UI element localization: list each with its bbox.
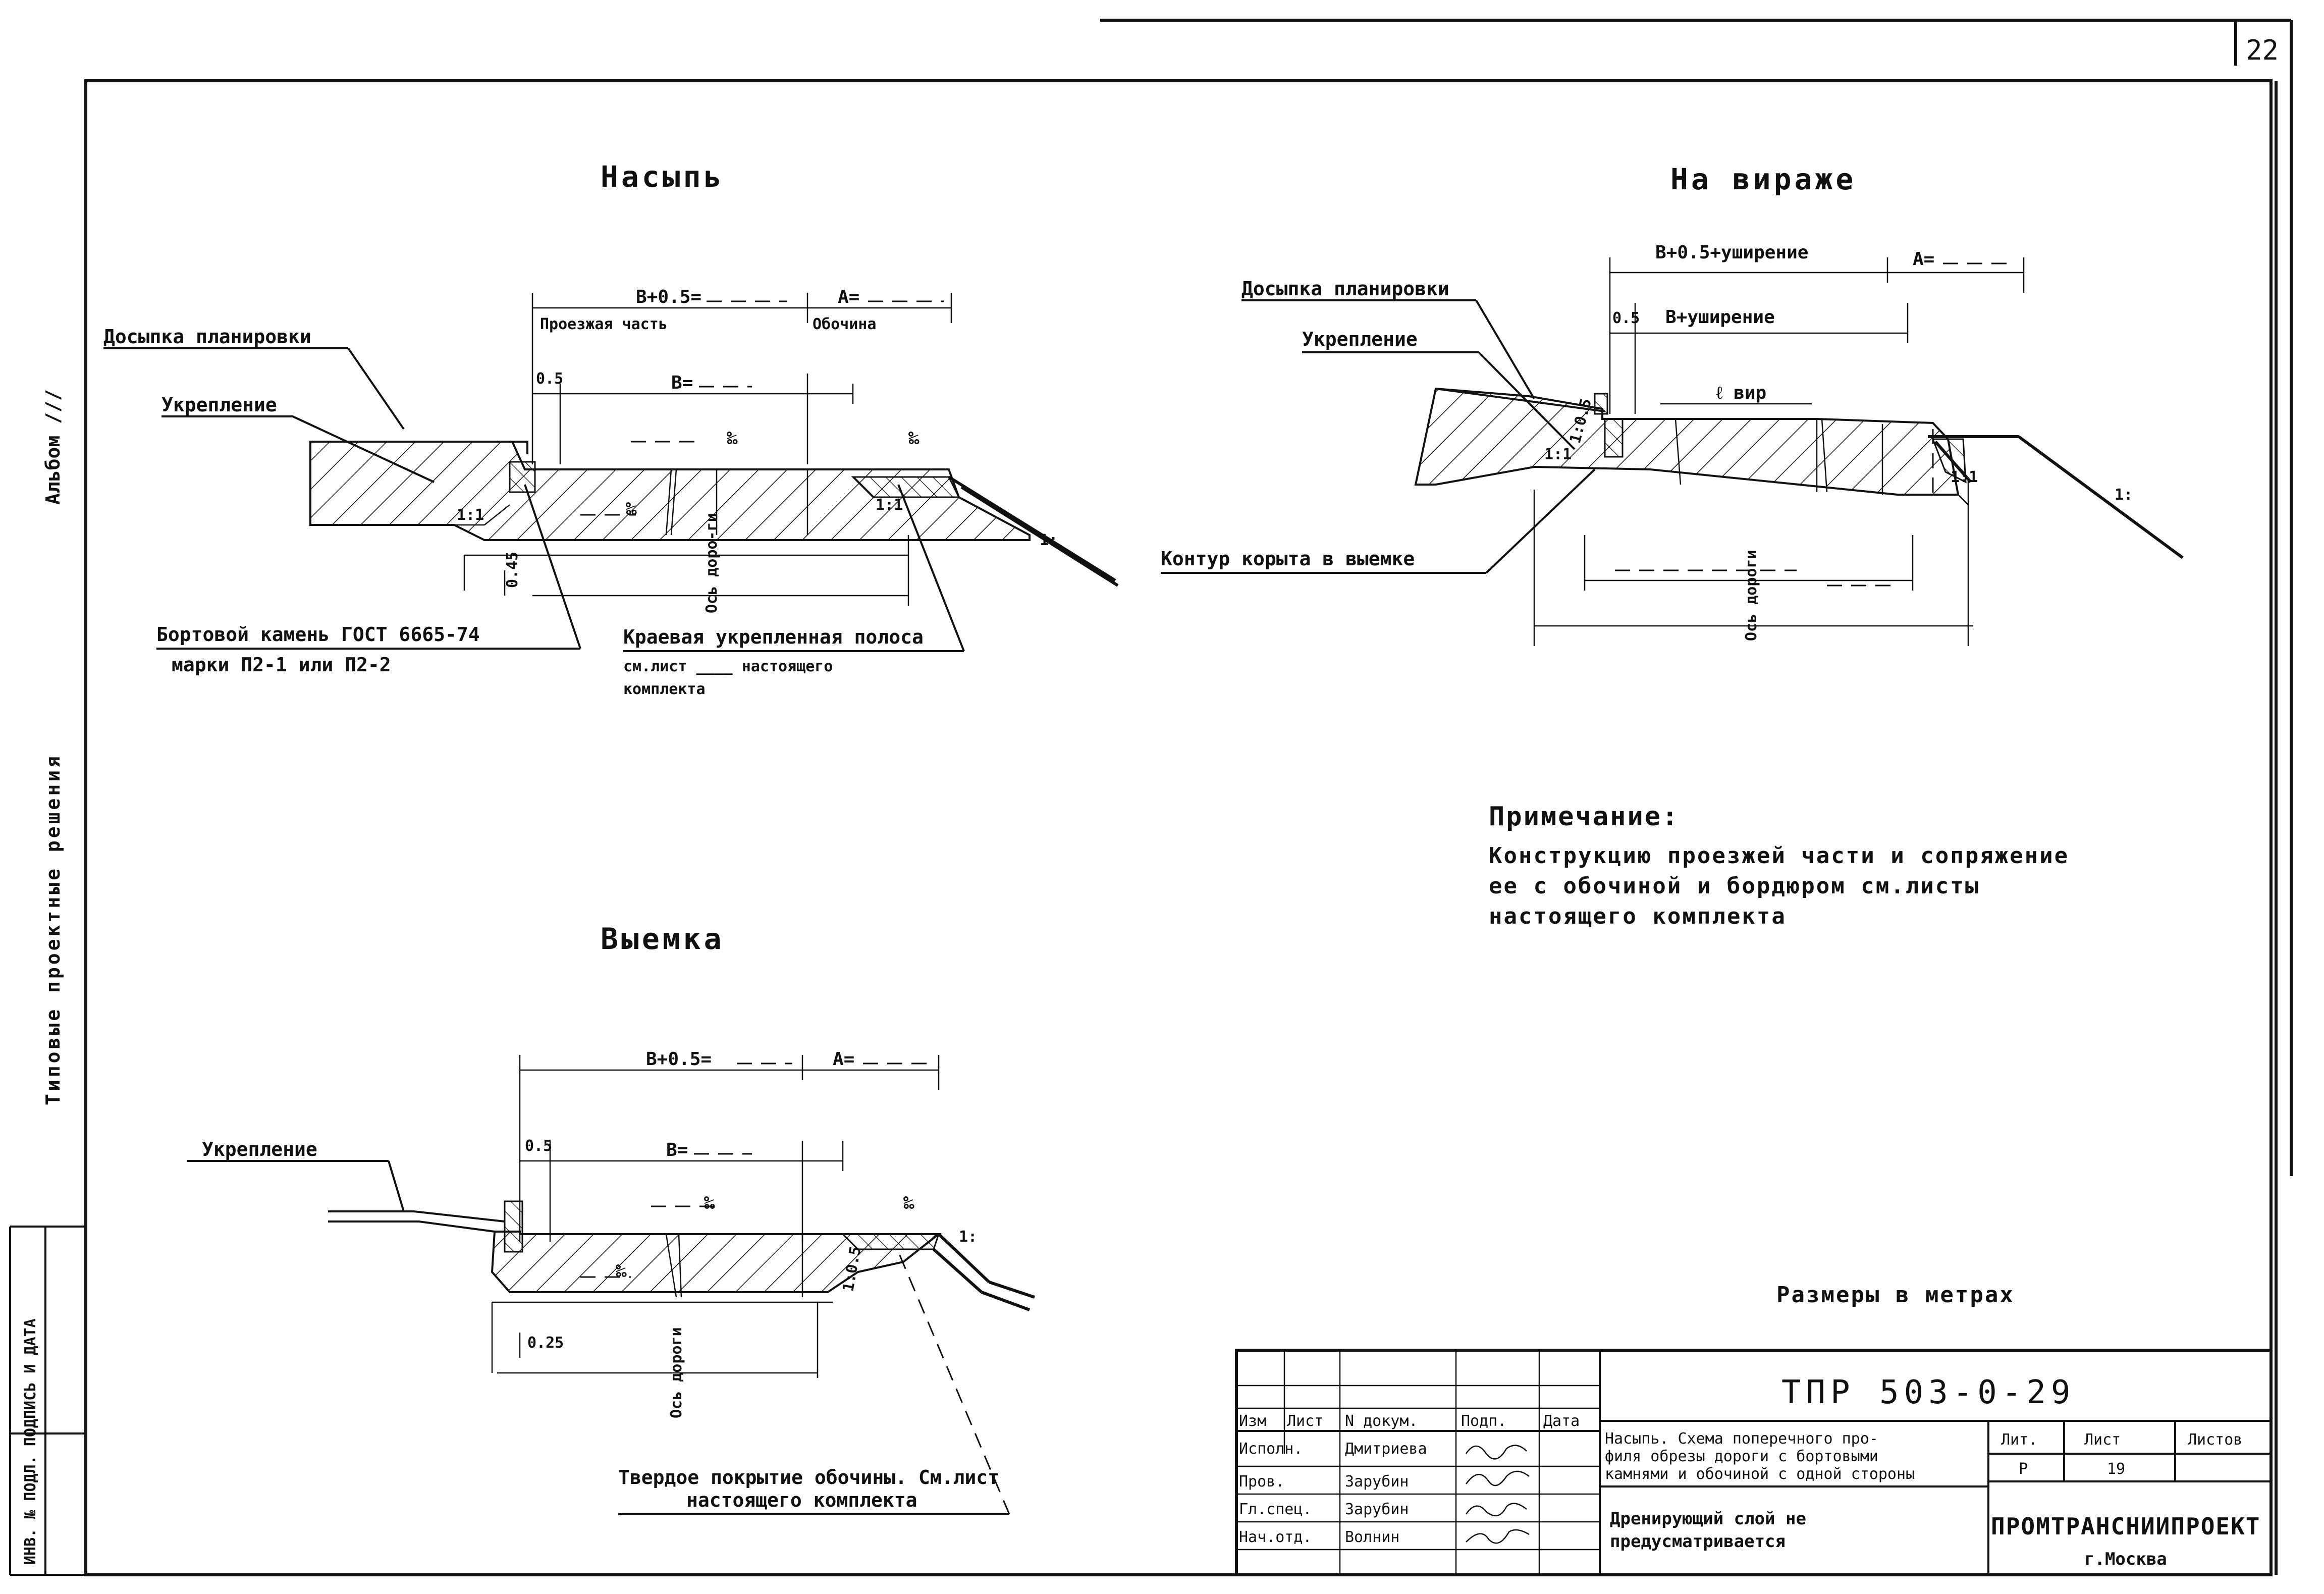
tb-name-3: Волнин (1345, 1528, 1399, 1546)
emb-reinforce-label: Укрепление (161, 394, 277, 416)
signature-1 (1465, 1470, 1530, 1486)
emb-slope-right: 1: (1040, 532, 1058, 549)
cut-axis: Ось дороги (668, 1327, 685, 1418)
tb-name-0: Дмитриева (1345, 1440, 1427, 1458)
cut-dim-b: В= (666, 1140, 688, 1160)
note-heading: Примечание: (1489, 802, 1679, 832)
emb-curb-label-1: Бортовой камень ГОСТ 6665-74 (156, 623, 480, 646)
emb-slope-permille-1: ‰ (727, 428, 738, 449)
tb-city: г.Москва (2084, 1549, 2167, 1569)
tb-org: ПРОМТРАНСНИИПРОЕКТ (1991, 1513, 2261, 1540)
emb-shoulder: Обочина (813, 315, 876, 333)
page-number: 22 (2246, 34, 2279, 66)
emb-edge-label-1: Краевая укрепленная полоса (623, 626, 924, 648)
cut-top-dim: В+0.5= (646, 1049, 712, 1070)
emb-top-dim: В+0.5= (636, 287, 701, 307)
cut-hard-label-2: настоящего комплекта (686, 1489, 917, 1511)
tb-desc-3: камнями и обочиной с одной стороны (1605, 1465, 1915, 1483)
tb-desc-2: филя обрезы дороги с бортовыми (1605, 1448, 1878, 1465)
tb-role-3: Нач.отд. (1239, 1528, 1312, 1546)
curve-top-dim-a: А= (1913, 249, 1934, 270)
tb-lit-val: Р (2019, 1460, 2028, 1478)
album-side-label: Альбом /// (42, 389, 64, 505)
cut-slope-right: 1: (959, 1228, 977, 1246)
tb-hdr-izm: Изм (1239, 1412, 1266, 1430)
tb-drain-2: предусматривается (1610, 1531, 1786, 1552)
emb-slope-permille-3: ‰ (908, 428, 920, 449)
emb-dim-045: 0.45 (504, 552, 521, 588)
tb-hdr-sign: Подп. (1461, 1412, 1506, 1430)
emb-fill-label: Досыпка планировки (103, 326, 311, 348)
emb-slope-1-1: 1:1 (457, 506, 484, 524)
units-label: Размеры в метрах (1776, 1282, 2015, 1308)
emb-slope-permille-2: ‰ (626, 499, 637, 519)
tb-role-1: Пров. (1239, 1473, 1284, 1491)
tb-drain-1: Дренирующий слой не (1610, 1509, 1806, 1529)
section-embankment: Насыпь В+0.5= А= Проезжая часть Обочина … (103, 160, 1119, 698)
note-block: Примечание: Конструкцию проезжей части и… (1489, 802, 2069, 929)
emb-carriageway: Проезжая часть (540, 315, 668, 333)
tb-desc-1: Насыпь. Схема поперечного про- (1605, 1430, 1878, 1448)
emb-edge-label-3: комплекта (623, 680, 706, 698)
curve-slope-1-1-b: 1:1 (1951, 468, 1978, 486)
section-cut: Выемка В+0.5= А= 0.5 В= ‰ (187, 922, 1035, 1515)
cut-dim-05: 0.5 (525, 1137, 552, 1155)
section-curve: На вираже В+0.5+уширение А= 0.5 В+уширен… (1161, 162, 2184, 646)
curve-contour-label: Контур корыта в выемке (1161, 548, 1415, 570)
cut-top-dim-a: А= (833, 1049, 854, 1070)
emb-top-dim-a: А= (838, 287, 859, 307)
cut-slope-permille-2: ‰ (616, 1261, 627, 1282)
embankment-title: Насыпь (601, 160, 725, 194)
tb-sheet-val: 19 (2107, 1460, 2125, 1478)
curve-e-vir: ℓ вир (1716, 383, 1766, 403)
curve-title: На вираже (1670, 162, 1856, 196)
tb-hdr-doc: N докум. (1345, 1412, 1418, 1430)
curve-fill-label: Досыпка планировки (1241, 278, 1449, 300)
curve-reinforce-label: Укрепление (1302, 328, 1418, 350)
curve-top-dim: В+0.5+уширение (1655, 242, 1808, 263)
curve-dim-05: 0.5 (1612, 309, 1640, 327)
title-block: Изм Лист N докум. Подп. Дата Исполн. Дми… (1235, 1349, 2273, 1576)
tb-role-2: Гл.спец. (1239, 1501, 1312, 1518)
tb-code: ТПР 503-0-29 (1781, 1374, 2075, 1411)
curve-slope-right: 1: (2115, 486, 2133, 504)
curve-axis: Ось дороги (1743, 550, 1760, 641)
series-side-label: Типовые проектные решения (42, 754, 64, 1105)
note-line3: настоящего комплекта (1489, 904, 1787, 929)
tb-hdr-date: Дата (1543, 1412, 1580, 1430)
tb-name-1: Зарубин (1345, 1473, 1409, 1491)
emb-slope-1-1-b: 1:1 (876, 496, 903, 514)
cut-hard-label-1: Твердое покрытие обочины. См.лист (618, 1466, 999, 1489)
note-line1: Конструкцию проезжей части и сопряжение (1489, 843, 2069, 869)
emb-axis: Ось доро-ги (703, 513, 721, 613)
cut-reinforce-label: Укрепление (202, 1138, 317, 1160)
emb-curb-label-2: марки П2-1 или П2-2 (172, 654, 391, 676)
cut-dim-025: 0.25 (527, 1334, 564, 1352)
cut-slope-permille-1: ‰ (704, 1193, 715, 1213)
sheet-frame (9, 19, 2293, 1576)
note-line2: ее с обочиной и бордюром см.листы (1489, 873, 1980, 899)
cut-title: Выемка (601, 922, 725, 956)
curve-dim-b: В+уширение (1665, 307, 1775, 328)
cut-slope-permille-3: ‰ (903, 1193, 914, 1213)
signature-0 (1465, 1445, 1527, 1460)
tb-sheets-hdr: Листов (2188, 1431, 2242, 1449)
signature-3 (1466, 1529, 1530, 1544)
emb-edge-label-2: см.лист ____ настоящего (623, 658, 833, 675)
stamp-side-label: ИНВ. № ПОДЛ. ПОДПИСЬ И ДАТА (22, 1318, 39, 1565)
signature-2 (1465, 1503, 1527, 1517)
curve-slope-1-1: 1:1 (1544, 446, 1572, 463)
tb-sheet-hdr: Лист (2084, 1431, 2121, 1449)
tb-hdr-list: Лист (1287, 1412, 1323, 1430)
emb-dim-05: 0.5 (536, 370, 563, 388)
tb-name-2: Зарубин (1345, 1501, 1409, 1518)
tb-role-0: Исполн. (1239, 1440, 1303, 1458)
emb-dim-b: В= (671, 373, 693, 393)
tb-lit-hdr: Лит. (2001, 1431, 2037, 1449)
